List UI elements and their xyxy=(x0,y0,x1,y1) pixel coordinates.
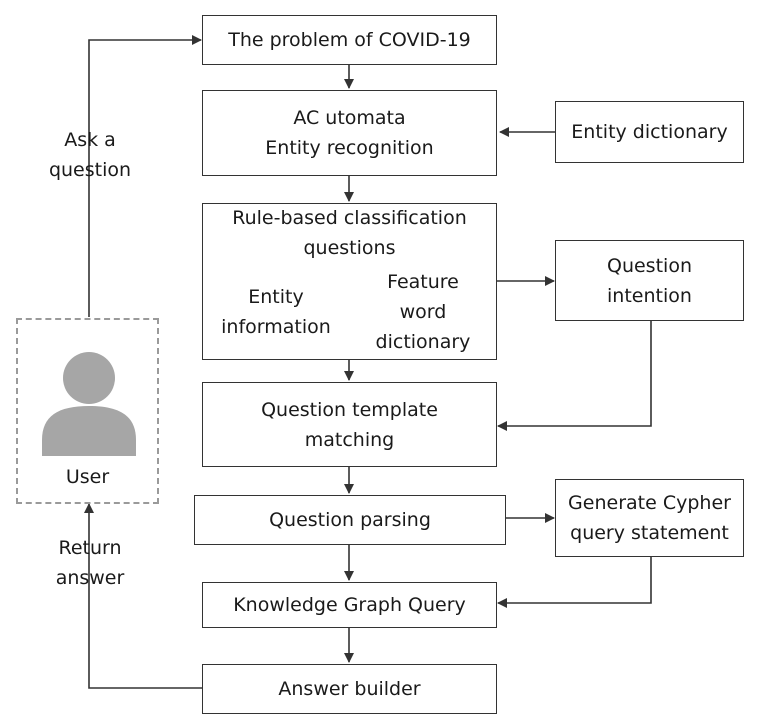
edge-answer-return xyxy=(84,503,202,689)
node-rule-classification xyxy=(202,203,497,360)
edge-user-ask xyxy=(88,35,202,317)
edge-cypher-to-kg xyxy=(497,557,652,608)
node-answer-builder-label: Answer builder xyxy=(278,678,421,700)
node-question-parsing-label: Question parsing xyxy=(269,509,431,531)
node-kg-query-label: Knowledge Graph Query xyxy=(233,594,466,616)
node-generate-cypher-label: Generate Cypher query statement xyxy=(568,492,731,544)
node-question-parsing: Question parsing xyxy=(194,495,506,545)
node-kg-query: Knowledge Graph Query xyxy=(202,582,497,628)
user-icon xyxy=(42,352,136,456)
node-problem-label: The problem of COVID-19 xyxy=(228,29,471,51)
node-generate-cypher: Generate Cypher query statement xyxy=(555,479,744,557)
node-answer-builder: Answer builder xyxy=(202,664,497,714)
node-rule-classification-label: Rule-based classification questions xyxy=(232,206,467,259)
node-ac-automata: AC utomata Entity recognition xyxy=(202,90,497,176)
node-question-intention-label: Question intention xyxy=(607,254,692,307)
node-entity-information-label: Entity information xyxy=(221,285,331,338)
edge-intention-to-template xyxy=(497,321,652,431)
node-entity-dictionary-label: Entity dictionary xyxy=(571,121,728,143)
node-problem: The problem of COVID-19 xyxy=(202,15,497,65)
node-question-intention: Question intention xyxy=(555,240,744,321)
user-label: User xyxy=(65,466,110,488)
edge-label-return: Return answer xyxy=(55,537,125,589)
node-feature-word-dictionary-label: Feature word dictionary xyxy=(375,270,471,353)
node-template-matching-label: Question template matching xyxy=(261,398,438,451)
user-node: User xyxy=(16,318,159,504)
node-entity-dictionary: Entity dictionary xyxy=(555,101,744,163)
node-ac-automata-label: AC utomata Entity recognition xyxy=(265,107,434,159)
node-template-matching: Question template matching xyxy=(202,382,497,467)
edge-label-ask: Ask a question xyxy=(48,129,132,181)
